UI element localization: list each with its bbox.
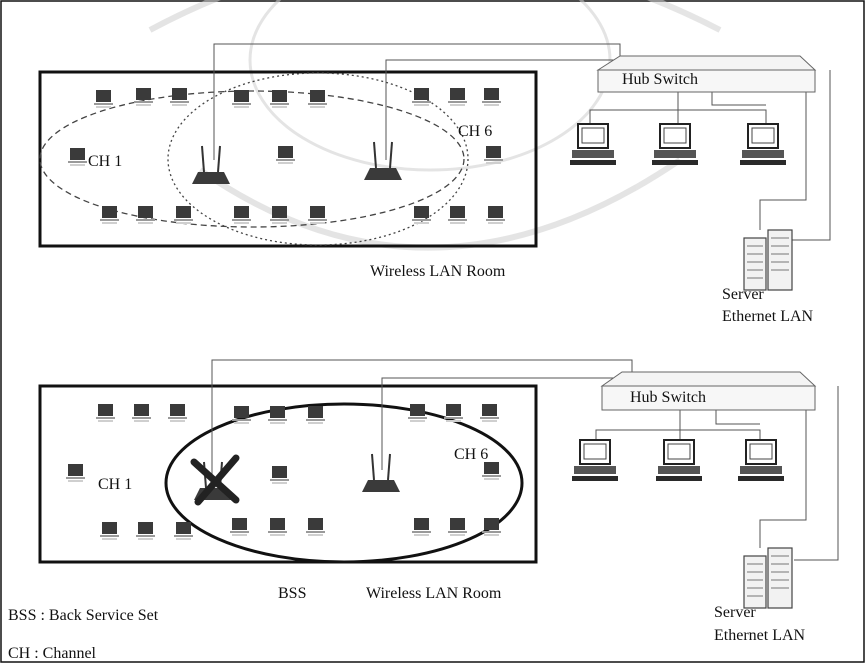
bss-coverage — [164, 402, 524, 564]
laptop-icon — [270, 466, 289, 484]
ch1-coverage — [39, 90, 465, 228]
laptop-icon — [408, 404, 427, 422]
ethernet-label: Ethernet LAN — [722, 308, 814, 325]
laptop-icon — [268, 406, 287, 424]
ch1-label: CH 1 — [98, 476, 132, 493]
laptop-icon — [170, 88, 189, 106]
laptop-icon — [482, 88, 501, 106]
servers — [743, 547, 793, 609]
laptop-icon — [448, 206, 467, 224]
laptop-icon — [100, 206, 119, 224]
laptop-icon — [482, 462, 501, 480]
laptop-icon — [96, 404, 115, 422]
room-boundary — [38, 70, 538, 248]
desktop-computer-icon — [652, 123, 698, 165]
laptop-icon — [174, 522, 193, 540]
laptop-icon — [306, 406, 325, 424]
laptop-icon — [134, 88, 153, 106]
laptop-icon — [174, 206, 193, 224]
access-point-icon — [192, 145, 230, 184]
laptop-icon — [268, 518, 287, 536]
legend-ch: CH : Channel — [8, 645, 97, 662]
laptop-icon — [132, 404, 151, 422]
servers — [743, 229, 793, 291]
laptop-icon — [232, 206, 251, 224]
room-boundary — [38, 384, 538, 564]
laptop-icon — [270, 90, 289, 108]
top-diagram: Hub Switch CH 1 CH 6 Wireless LAN Room S… — [38, 43, 831, 325]
ethernet-label: Ethernet LAN — [714, 627, 806, 644]
hub-switch — [596, 55, 817, 93]
desktop-computer-icon — [570, 123, 616, 165]
ch6-label: CH 6 — [454, 446, 488, 463]
access-point-icon — [364, 141, 402, 180]
laptop-icon — [232, 406, 251, 424]
top-wires — [213, 43, 831, 241]
laptop-icon — [484, 146, 503, 164]
access-points — [192, 141, 402, 184]
laptop-icon — [308, 206, 327, 224]
ch1-label: CH 1 — [88, 153, 122, 170]
room-label: Wireless LAN Room — [370, 263, 506, 280]
wired-pcs — [570, 123, 786, 165]
access-point-icon — [362, 453, 400, 492]
failed-access-point-cross-icon — [190, 454, 240, 506]
laptop-icon — [230, 518, 249, 536]
bottom-diagram: Hub Switch CH 1 CH 6 BSS Wireless LAN Ro… — [38, 359, 839, 644]
desktop-computer-icon — [656, 439, 702, 481]
wireless-clients — [66, 404, 501, 540]
server-icon — [743, 229, 793, 291]
server-icon — [743, 547, 793, 609]
hub-switch — [600, 371, 817, 411]
laptop-icon — [136, 206, 155, 224]
laptop-icon — [276, 146, 295, 164]
laptop-icon — [68, 148, 87, 166]
hub-switch-label: Hub Switch — [622, 71, 698, 88]
laptop-icon — [66, 464, 85, 482]
laptop-icon — [444, 404, 463, 422]
laptop-icon — [480, 404, 499, 422]
ch6-label: CH 6 — [458, 123, 492, 140]
hub-switch-label: Hub Switch — [630, 389, 706, 406]
ch6-coverage — [167, 72, 469, 246]
room-label: Wireless LAN Room — [366, 585, 502, 602]
wireless-clients — [68, 88, 505, 224]
laptop-icon — [270, 206, 289, 224]
desktop-computer-icon — [738, 439, 784, 481]
wired-pcs — [572, 439, 784, 481]
laptop-icon — [448, 518, 467, 536]
laptop-icon — [308, 90, 327, 108]
legend-bss: BSS : Back Service Set — [8, 607, 159, 624]
laptop-icon — [100, 522, 119, 540]
desktop-computer-icon — [740, 123, 786, 165]
bss-label: BSS — [278, 585, 306, 602]
laptop-icon — [412, 206, 431, 224]
laptop-icon — [232, 90, 251, 108]
bottom-wires — [211, 359, 839, 561]
laptop-icon — [306, 518, 325, 536]
laptop-icon — [482, 518, 501, 536]
laptop-icon — [448, 88, 467, 106]
desktop-computer-icon — [572, 439, 618, 481]
laptop-icon — [412, 518, 431, 536]
laptop-icon — [168, 404, 187, 422]
laptop-icon — [136, 522, 155, 540]
laptop-icon — [412, 88, 431, 106]
laptop-icon — [486, 206, 505, 224]
laptop-icon — [94, 90, 113, 108]
